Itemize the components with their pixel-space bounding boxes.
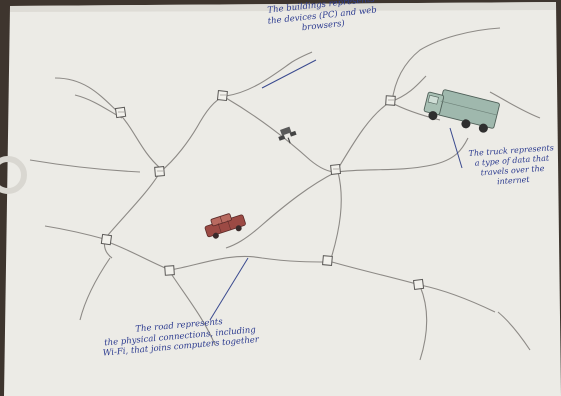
annotation-leader-lines — [209, 59, 463, 321]
building-5 — [330, 163, 342, 175]
truck-annotation: The truck represents a type of data that… — [456, 142, 561, 190]
car-icon — [204, 213, 246, 239]
building-2 — [216, 90, 228, 102]
building-3 — [154, 166, 165, 177]
building-7 — [164, 265, 175, 276]
building-1 — [114, 106, 127, 119]
building-4 — [385, 95, 396, 106]
building-8 — [322, 255, 333, 266]
building-6 — [100, 233, 113, 246]
truck-icon — [423, 89, 500, 133]
road-network — [29, 27, 541, 361]
person-figure-icon — [278, 126, 297, 144]
building-icons — [100, 90, 425, 291]
building-9 — [412, 278, 425, 291]
